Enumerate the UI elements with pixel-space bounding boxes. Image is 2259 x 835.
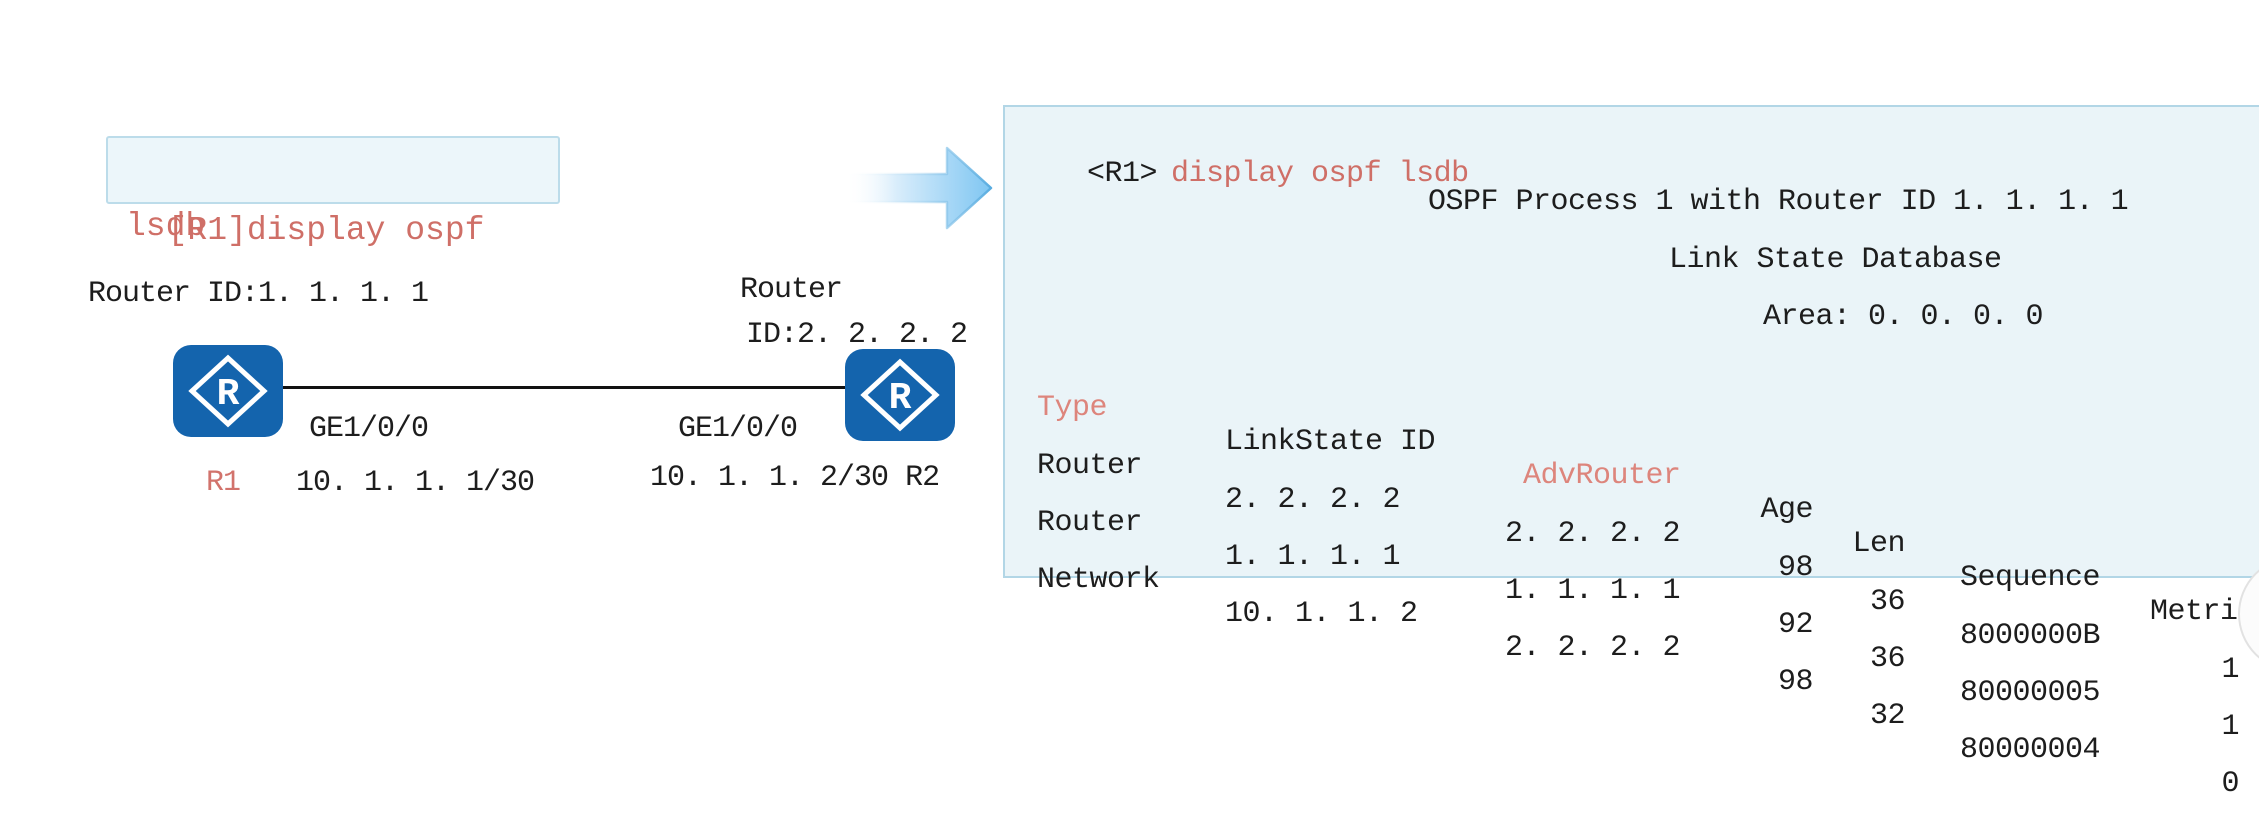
cell-type: Router [1037, 449, 1143, 483]
r2-router-id-label-line2: ID:2. 2. 2. 2 [746, 318, 968, 352]
cell-sequence: 8000000B [1960, 619, 2101, 653]
col-header-age: Age [1760, 493, 1813, 527]
r2-name-label: R2 [905, 461, 940, 495]
lsdb-table-row: Router 1. 1. 1. 1 1. 1. 1. 1 92 36 80000… [1005, 472, 2259, 744]
cell-len: 32 [1869, 699, 1906, 733]
lsdb-table-header-row: Type LinkState ID AdvRouter Age Len Sequ… [1005, 357, 2259, 629]
ethernet-link-line [283, 386, 845, 389]
cell-linkstate-id: 1. 1. 1. 1 [1225, 540, 1401, 574]
area-line: Area: 0. 0. 0. 0 [1763, 300, 2044, 334]
router-diamond [860, 358, 940, 432]
col-header-linkstate-id: LinkState ID [1225, 425, 1436, 459]
cell-metric: 1 [2221, 653, 2239, 687]
cell-metric: 1 [2221, 710, 2239, 744]
cell-len: 36 [1869, 642, 1906, 676]
cell-linkstate-id: 10. 1. 1. 2 [1225, 597, 1418, 631]
cli-annotation-line2: lsdb [126, 208, 206, 245]
router-r2-icon: R [845, 349, 955, 441]
router-letter: R [217, 373, 240, 416]
terminal-output-panel: <R1> display ospf lsdb OSPF Process 1 wit… [1003, 105, 2259, 801]
r2-interface-label: GE1/0/0 [678, 412, 798, 446]
r1-interface-label: GE1/0/0 [309, 412, 429, 446]
cell-age: 92 [1777, 608, 1814, 642]
ospf-lsdb-slide: { "colors": { "accent_red": "#cf6f67", "… [88, 105, 2259, 801]
r2-ip-label: 10. 1. 1. 2/30 R2 [650, 461, 940, 495]
cell-advrouter: 2. 2. 2. 2 [1505, 631, 1681, 665]
lsdb-title-line: Link State Database [1669, 243, 2002, 277]
col-header-type: Type [1037, 391, 1108, 425]
col-header-metric: Metric [2149, 595, 2256, 629]
cli-annotation-line1: [R1]display ospf [167, 212, 485, 249]
cell-sequence: 80000004 [1960, 733, 2101, 767]
router-diamond [188, 354, 268, 428]
lsdb-table-row: Router 2. 2. 2. 2 2. 2. 2. 2 98 36 80000… [1005, 415, 2259, 687]
router-body [845, 349, 955, 441]
terminal-prompt: <R1> [1087, 157, 1158, 191]
r1-router-id-label: Router ID:1. 1. 1. 1 [88, 277, 429, 311]
cli-annotation-box: [R1]display ospf [106, 136, 560, 249]
router-letter: R [889, 377, 912, 420]
terminal-command: display ospf lsdb [1171, 157, 1469, 191]
cell-age: 98 [1777, 665, 1814, 699]
terminal-command-line: <R1> display ospf lsdb [1017, 123, 1469, 225]
r2-router-id-label-line1: Router [740, 273, 843, 307]
cell-advrouter: 1. 1. 1. 1 [1505, 574, 1681, 608]
col-header-len: Len [1852, 527, 1905, 561]
router-r1-icon: R [173, 345, 283, 437]
flow-arrow-icon [843, 146, 993, 230]
cell-type: Network [1037, 563, 1160, 597]
ospf-process-line: OSPF Process 1 with Router ID 1. 1. 1. 1 [1428, 185, 2129, 219]
cell-metric: 0 [2221, 767, 2239, 801]
cell-age: 98 [1777, 551, 1814, 585]
cell-sequence: 80000005 [1960, 676, 2101, 710]
cell-advrouter: 2. 2. 2. 2 [1505, 517, 1681, 551]
r2-ip-value: 10. 1. 1. 2/30 [650, 461, 889, 495]
router-body [173, 345, 283, 437]
r1-ip-label: 10. 1. 1. 1/30 [296, 466, 535, 500]
col-header-advrouter: AdvRouter [1523, 459, 1681, 493]
lsdb-table-row: Network 10. 1. 1. 2 2. 2. 2. 2 98 32 800… [1005, 529, 2259, 801]
cell-len: 36 [1869, 585, 1906, 619]
cell-linkstate-id: 2. 2. 2. 2 [1225, 483, 1401, 517]
r1-name-label: R1 [206, 466, 241, 500]
col-header-sequence: Sequence [1960, 561, 2101, 595]
cell-type: Router [1037, 506, 1143, 540]
